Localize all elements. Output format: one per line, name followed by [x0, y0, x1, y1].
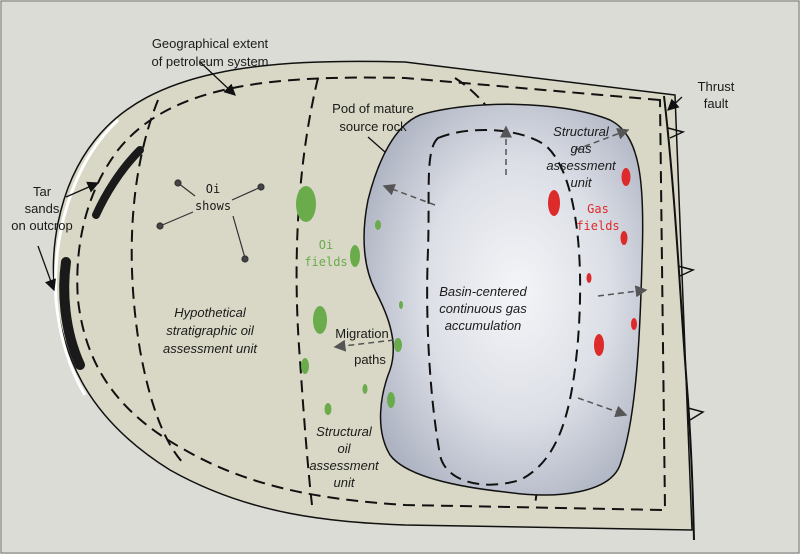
tar-sands-label-1: Tar	[33, 184, 52, 199]
gas-field	[594, 334, 604, 356]
oil-shows-markers	[156, 179, 265, 263]
gas-field	[620, 231, 628, 245]
gas-fields	[548, 168, 637, 356]
geo-extent-leader	[199, 61, 236, 96]
migration-arrow	[382, 184, 436, 206]
structural-oil-label-1: Structural	[316, 424, 373, 439]
oil-shows-label-1: Oi	[206, 182, 220, 196]
oil-show-dot	[156, 222, 164, 230]
oil-fields	[296, 186, 403, 415]
basin-label-3: accumulation	[445, 318, 522, 333]
migration-label-1: Migration	[335, 326, 388, 341]
oil-shows-label-2: shows	[195, 199, 231, 213]
thrust-fault-leader	[667, 96, 683, 111]
pod-label-2: source rock	[339, 119, 407, 134]
hypothetical-unit-boundary	[130, 99, 186, 466]
gas-field	[548, 190, 560, 216]
migration-label-2: paths	[354, 352, 386, 367]
thrust-fault-tooth-1	[667, 127, 686, 139]
gas-fields-label-1: Gas	[587, 202, 609, 216]
basin-centered-contour	[426, 129, 582, 486]
tar-sands-leader-lower	[37, 245, 56, 292]
outer-dashed-boundary	[76, 76, 667, 512]
basin-label-1: Basin-centered	[439, 284, 527, 299]
migration-arrows	[333, 125, 648, 418]
hypothetical-label-3: assessment unit	[163, 341, 258, 356]
oil-fields-label-1: Oi	[319, 238, 333, 252]
oil-field	[394, 338, 402, 352]
oil-show-dot	[257, 183, 265, 191]
gas-field	[631, 318, 637, 330]
thrust-fault-tooth-3	[687, 407, 705, 421]
thrust-fault-label-1: Thrust	[698, 79, 735, 94]
geo-extent-label-2: of petroleum system	[151, 54, 268, 69]
oil-field	[375, 220, 381, 230]
thrust-fault	[663, 95, 695, 541]
oil-field	[313, 306, 327, 334]
pod-leader	[367, 136, 386, 153]
hypothetical-label-2: stratigraphic oil	[166, 323, 255, 338]
oil-show-dot	[174, 179, 182, 187]
tar-sands-label-3: on outcrop	[11, 218, 72, 233]
structural-oil-label-2: oil	[337, 441, 351, 456]
structural-gas-label-3: assessment	[546, 158, 617, 173]
structural-gas-label-2: gas	[571, 141, 592, 156]
migration-arrow	[597, 285, 648, 298]
hypothetical-label-1: Hypothetical	[174, 305, 247, 320]
structural-oil-label-3: assessment	[309, 458, 380, 473]
structural-gas-label-4: unit	[571, 175, 593, 190]
oil-field	[399, 301, 403, 309]
thrust-fault-tooth-2	[677, 265, 696, 277]
geo-extent-label-1: Geographical extent	[152, 36, 269, 51]
gas-field	[621, 168, 631, 186]
gas-fields-label-2: fields	[576, 219, 619, 233]
label-leaders	[37, 61, 683, 292]
migration-arrow	[577, 397, 628, 418]
oil-field	[324, 403, 332, 415]
basin-label-2: continuous gas	[439, 301, 527, 316]
oil-fields-label-2: fields	[304, 255, 347, 269]
pod-label-1: Pod of mature	[332, 101, 414, 116]
labels: Geographical extent of petroleum system …	[11, 36, 735, 490]
gas-field	[586, 273, 592, 283]
oil-show-dot	[241, 255, 249, 263]
oil-field	[296, 186, 316, 222]
structural-oil-label-4: unit	[334, 475, 356, 490]
structural-oil-unit-boundary	[295, 77, 319, 506]
tar-sands-upper	[92, 146, 144, 219]
oil-field	[301, 358, 309, 374]
structural-gas-label-1: Structural	[553, 124, 610, 139]
tar-sands-lower	[59, 257, 85, 370]
oil-field	[350, 245, 360, 267]
oil-field	[362, 384, 368, 394]
thrust-fault-label-2: fault	[704, 96, 729, 111]
tar-sands-label-2: sands	[25, 201, 60, 216]
oil-field	[387, 392, 395, 408]
tar-sands-leader-upper	[65, 181, 100, 198]
